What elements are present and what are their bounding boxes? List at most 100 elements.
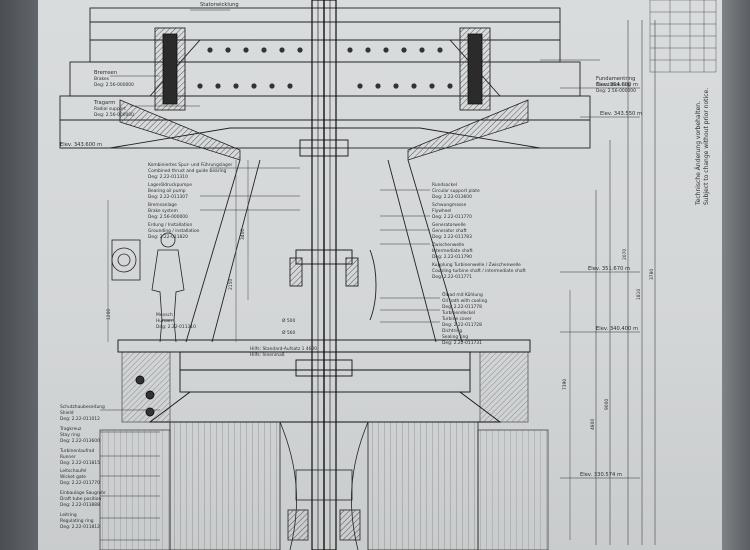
svg-text:Turbinendeckel: Turbinendeckel [441,310,475,316]
label-oil-bath: Ölbad mit Kühlung Oil bath with cooling … [442,291,487,310]
svg-text:Bremsen: Bremsen [94,70,117,76]
label-coupling: Kupplung Turbinenwelle / Zwischenwelle C… [432,262,526,280]
svg-text:Combined thrust and guide bear: Combined thrust and guide bearing [148,168,227,174]
label-foundation-ring: Fundamentring Foundation ring Deg: 2.56-… [596,76,636,94]
svg-text:Generatorwelle: Generatorwelle [432,222,466,228]
right-frame [722,0,750,550]
svg-text:Coupling turbine shaft / inter: Coupling turbine shaft / intermediate sh… [432,268,526,274]
svg-text:Bearing oil pump: Bearing oil pump [148,188,186,194]
conical-support [185,159,463,343]
svg-text:Foundation ring: Foundation ring [596,82,631,88]
elevation-1: Elev. 364.600 m [596,82,638,88]
label-circular-plate: Rundsockel Circular support plate Deg: 2… [432,182,480,200]
svg-text:Human: Human [156,318,172,324]
stator-winding [154,27,491,111]
svg-text:Deg: 2.56-000000: Deg: 2.56-000000 [94,82,134,88]
dim-3: 3780 [649,269,655,280]
svg-text:Brake system: Brake system [148,208,178,214]
svg-text:Deg: 2.22-011012: Deg: 2.22-011012 [60,416,100,422]
dim-6: 3400 [240,229,246,240]
svg-text:Ölbad mit Kühlung: Ölbad mit Kühlung [442,291,483,298]
svg-text:Tragarm: Tragarm [93,100,115,106]
svg-text:Deg: 2.56-000000: Deg: 2.56-000000 [94,112,134,118]
label-shield: Schutzhaubeseitung Shield Deg: 2.22-0110… [60,404,105,422]
svg-text:Deg: 2.22-011783: Deg: 2.22-011783 [432,234,472,240]
svg-text:Flywheel: Flywheel [432,208,451,214]
upper-bearing-ring [119,99,529,161]
label-thrust-bearing: Kombiniertes Spur- und Führungslager Com… [148,162,233,180]
label-mid-annotation: Hilfs: Standard-Aufsatz 1 4600 Hilfs: In… [250,346,317,358]
svg-text:Leitschaufel: Leitschaufel [60,468,86,474]
right-dimension-lines [595,20,656,545]
elevation-5: Elev. 340.400 m [596,326,638,332]
left-frame [0,0,40,550]
label-intermediate-shaft: Zwischenwelle Intermediate shaft Deg: 2.… [432,242,473,260]
svg-text:Kupplung Turbinenwelle / Zwisc: Kupplung Turbinenwelle / Zwischenwelle [432,262,521,268]
label-regulating-ring: Leitring Regulating ring Deg: 2.22-01181… [60,512,100,530]
svg-text:Deg: 2.22-011728: Deg: 2.22-011728 [442,322,482,328]
dimension-values: 2070 1810 3780 9000 4800 3400 2150 1200 … [106,229,655,430]
human-figure [151,232,185,343]
label-stator-winding: Statorwicklung [200,2,239,8]
label-oil-pump: Lageröldruckpumpe Bearing oil pump Deg: … [148,182,192,200]
svg-text:Dichtring: Dichtring [442,328,462,334]
svg-text:Intermediate shaft: Intermediate shaft [432,248,473,254]
title-block [649,0,717,73]
svg-text:Deg: 2.22-011770: Deg: 2.22-011770 [60,480,100,486]
cable-drum [111,239,141,281]
leader-lines [100,9,600,541]
dim-8: 1200 [106,309,112,320]
svg-text:Zwischenwelle: Zwischenwelle [432,242,465,248]
annotation-labels: Statorwicklung Bremsen Brakes Deg: 2.56-… [59,2,636,530]
svg-text:Deg: 2.22-011310: Deg: 2.22-011310 [156,324,196,330]
svg-text:Bremsanlage: Bremsanlage [148,202,177,208]
svg-text:Deg: 2.56-000000: Deg: 2.56-000000 [596,88,636,94]
side-note: Technische Änderung vorbehalten. Subject… [695,88,710,206]
label-sealing-ring: Dichtring Sealing ring Deg: 2.22-011731 [442,328,482,346]
label-radial-support: Tragarm Radial support Deg: 2.56-000000 [93,100,134,118]
turbine-cover [117,339,531,423]
dim-7: 2150 [228,279,234,290]
label-generator-shaft: Generatorwelle Generator shaft Deg: 2.22… [432,222,472,240]
left-dimension-lines [107,160,571,540]
svg-text:Mensch: Mensch [156,312,173,318]
svg-text:Sealing ring: Sealing ring [442,334,468,340]
svg-text:Turbine cover: Turbine cover [441,316,472,322]
svg-text:Deg: 2.56-000000: Deg: 2.56-000000 [148,214,188,220]
dim-2: 1810 [636,289,642,300]
label-draft-tube: Einbaulage Saugrohr Draft tube position … [60,490,106,508]
svg-text:Einbaulage Saugrohr: Einbaulage Saugrohr [60,490,106,496]
dim-4: 9000 [604,399,610,410]
svg-text:Deg: 2.22-011778: Deg: 2.22-011778 [442,304,482,310]
rotor-bolts [197,47,453,89]
svg-text:Statorwicklung: Statorwicklung [200,2,239,8]
elevation-3: Elev. 343.600 m [60,142,102,148]
elevation-6: Elev. 330.574 m [580,472,622,478]
label-brake-system: Bremsanlage Brake system Deg: 2.56-00000… [148,202,188,220]
svg-text:Deg: 2.22-011731: Deg: 2.22-011731 [442,340,482,346]
svg-text:Deg: 2.22-011307: Deg: 2.22-011307 [148,194,188,200]
main-shaft [295,0,353,550]
svg-text:Wicket gate: Wicket gate [60,474,86,480]
svg-text:Deg: 2.22-013888: Deg: 2.22-013888 [60,502,100,508]
svg-text:Schutzhaubeseitung: Schutzhaubeseitung [60,404,105,410]
dim-10: Ø 500 [282,317,295,324]
label-flywheel: Schwungmasse Flywheel Deg: 2.22-011770 [432,202,472,220]
svg-text:Runner: Runner [60,454,76,460]
label-human: Mensch Human Deg: 2.22-011310 [156,312,196,330]
svg-text:Hilfs: Standard-Aufsatz 1 4600: Hilfs: Standard-Aufsatz 1 4600 [250,346,317,352]
svg-text:Deg: 2.22-011815: Deg: 2.22-011815 [60,460,100,466]
svg-text:Hilfs: Innenmaß: Hilfs: Innenmaß [250,352,285,358]
svg-text:Deg: 2.22-011771: Deg: 2.22-011771 [432,274,472,280]
svg-text:Fundamentring: Fundamentring [596,76,635,82]
label-wicket-gate: Leitschaufel Wicket gate Deg: 2.22-01177… [60,468,100,486]
svg-text:Deg: 2.22-011820: Deg: 2.22-011820 [148,234,188,240]
dim-9: 7390 [562,379,568,390]
svg-text:Grounding / installation: Grounding / installation [148,228,200,234]
svg-text:Brakes: Brakes [94,76,110,82]
svg-text:Regulating ring: Regulating ring [60,518,94,524]
label-runner: Turbinenlaufrad Runner Deg: 2.22-011815 [59,448,100,466]
label-stay-ring: Tragkreuz Stay ring Deg: 2.22-013600 [59,426,100,444]
svg-text:Schwungmasse: Schwungmasse [432,202,466,208]
